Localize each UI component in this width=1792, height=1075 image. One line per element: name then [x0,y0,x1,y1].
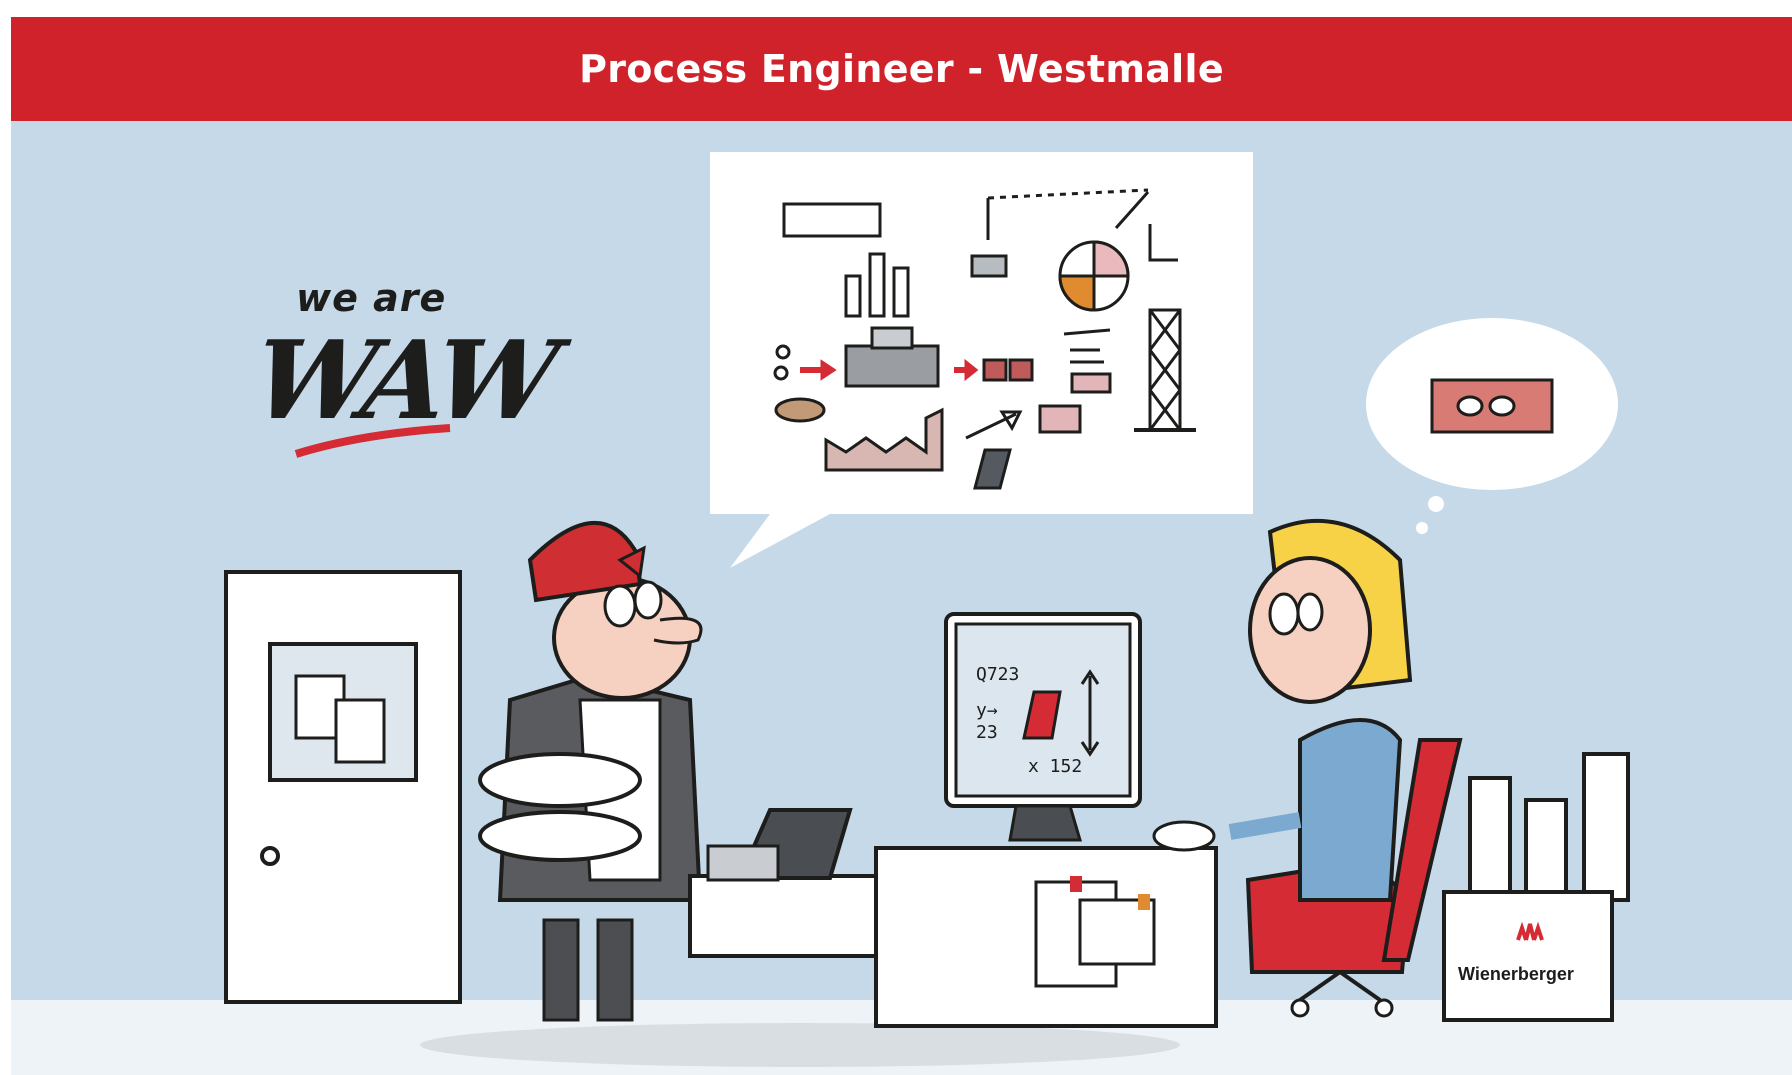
engineer-character [478,520,703,1022]
document-icon [1078,898,1156,966]
monitor-line-2: y→ [976,700,998,721]
ball-icon [773,365,789,381]
ball-icon [775,344,791,360]
brick-stack-icon [1038,404,1082,434]
monitor: Q723 y→ 23 x 152 [944,612,1142,842]
process-diagram [773,188,1196,490]
tile-icon [973,448,1012,490]
rolled-plans-icon [478,810,642,862]
small-box-icon [970,254,1008,278]
logo-big-text: WAW [246,318,560,444]
rolled-plans-icon [1468,776,1512,900]
monitor-line-4: x 152 [1028,756,1082,777]
document-icon [334,698,386,764]
printer [688,808,886,958]
document-box [1442,752,1630,1022]
thought-bubble [1366,318,1618,534]
header-banner: Process Engineer - Westmalle [11,17,1792,121]
monitor-line-3: 23 [976,722,998,743]
diagram-empty-box [782,202,882,238]
rolled-plans-icon [478,752,642,808]
monitor-line-1: Q723 [976,664,1019,685]
graph-icon [1148,224,1178,262]
arrow-icon [965,412,1017,440]
woman-character [1152,518,1463,1018]
rolled-plans-icon [1582,752,1630,902]
door [224,570,462,1004]
arrow-icon [1080,669,1100,757]
wienerberger-logo-icon [1516,921,1544,941]
silos-icon [844,252,910,318]
rolled-plans-icon [1524,798,1568,902]
dashed-line [987,188,1149,200]
tile-icon [1022,690,1062,740]
logo-small-text: we are [296,276,447,320]
pin-icon [1138,894,1150,910]
pin-icon [1070,876,1082,892]
brick-icon [982,358,1008,382]
brick-icon [1008,358,1034,382]
page-title: Process Engineer - Westmalle [579,47,1224,91]
arrow-icon [1114,191,1150,229]
desk [874,846,1218,1028]
brick-stack-icon [1070,372,1112,394]
brand-label: Wienerberger [1458,964,1574,984]
factory-icon [824,407,944,472]
scribble-icon [1063,328,1111,336]
floor-shadow [420,1023,1180,1067]
logo-underline [294,424,451,458]
clay-pile-icon [774,397,826,423]
press-machine-icon [844,344,940,388]
door-knob-icon [260,846,280,866]
mouse-icon [1152,820,1216,852]
